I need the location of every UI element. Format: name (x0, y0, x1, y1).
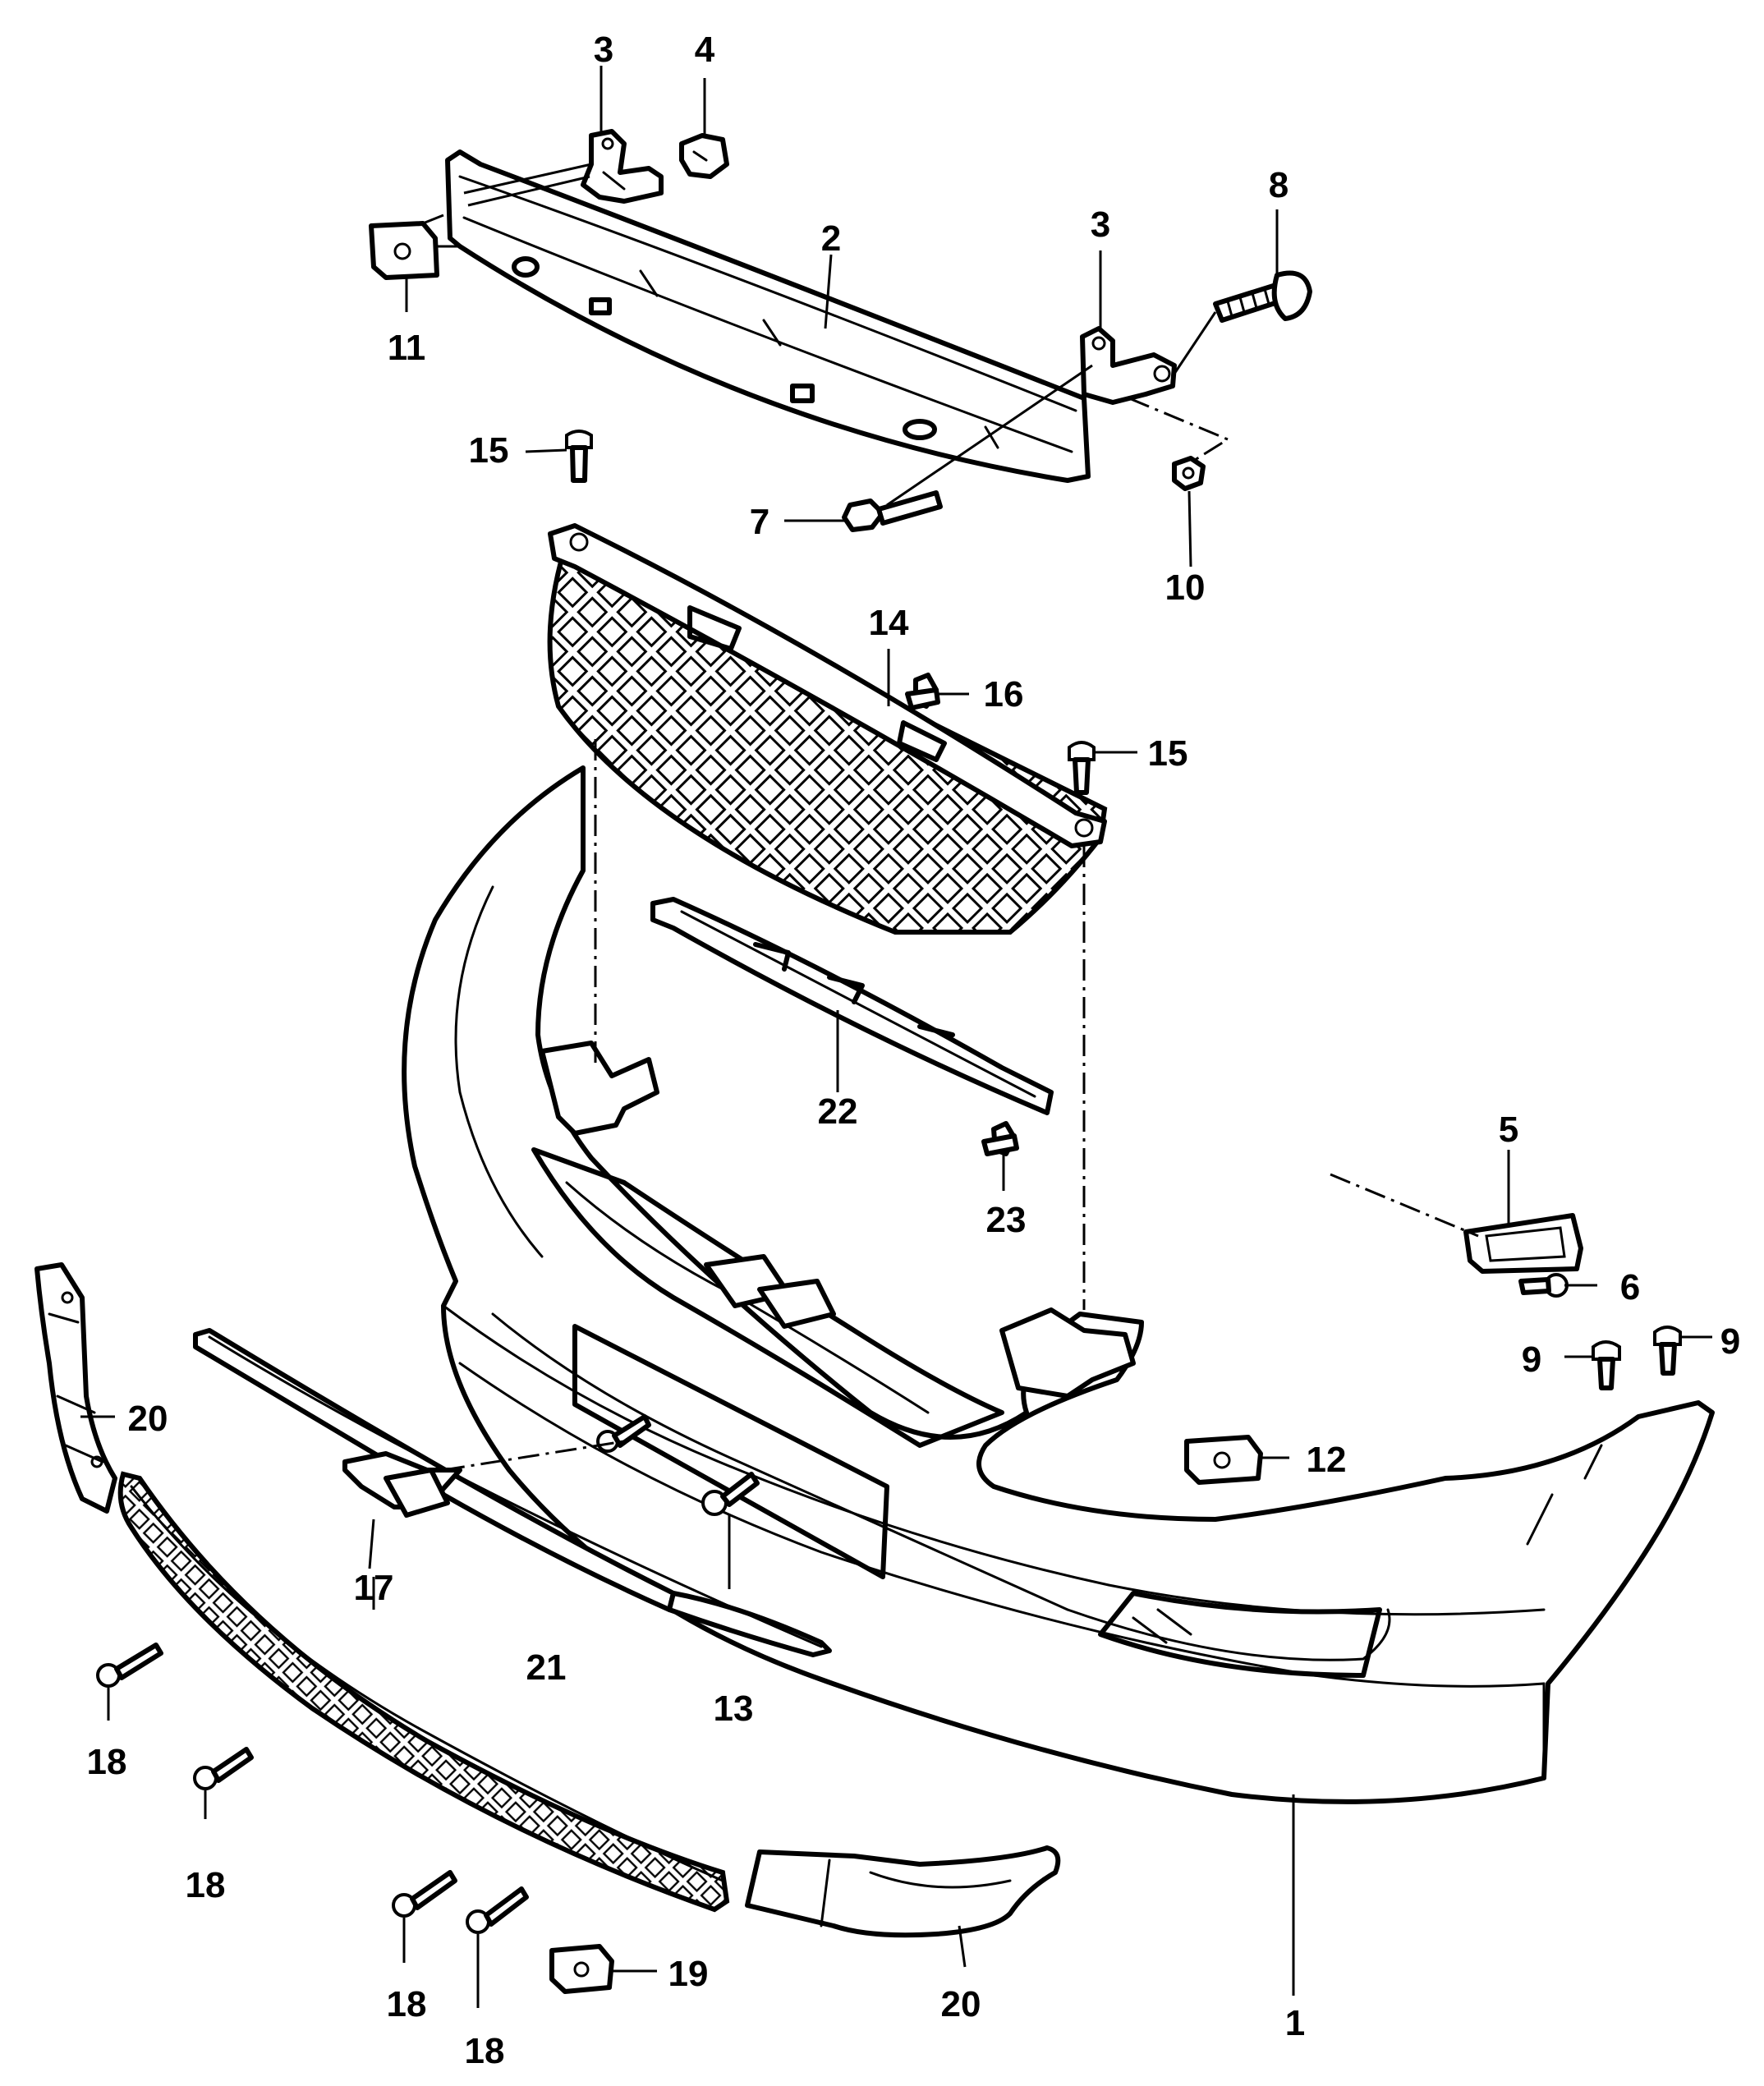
callout-6: 6 (1620, 1267, 1640, 1307)
screw-part-18-c (392, 1870, 457, 1918)
bumper-fascia (402, 765, 1715, 1804)
callout-1: 1 (1285, 2003, 1305, 2043)
callout-labels: 3 4 2 3 8 11 15 7 10 14 16 15 22 5 23 6 … (87, 30, 1741, 2071)
dash-5-fascia (1330, 1173, 1479, 1238)
clip-part-16 (905, 673, 969, 710)
callout-18-d: 18 (465, 2031, 505, 2071)
fog-lamp-cover-left (34, 1262, 117, 1514)
callout-14: 14 (869, 603, 909, 643)
leader-8-bracket (1173, 311, 1217, 374)
callout-8: 8 (1269, 165, 1289, 205)
emblem-trim-strip (193, 1328, 832, 1657)
callout-15-right: 15 (1148, 733, 1188, 774)
bumper-reinforcement-beam (445, 149, 1091, 483)
screw-part-9-right (1653, 1326, 1712, 1376)
callout-22: 22 (818, 1091, 858, 1132)
bolt-part-7 (842, 490, 943, 532)
callout-20-right: 20 (941, 1984, 981, 2024)
screw-part-6 (1518, 1273, 1569, 1298)
clip-part-4 (679, 133, 729, 179)
callout-20-left: 20 (128, 1399, 168, 1439)
upper-grille (547, 523, 1108, 935)
callout-18-c: 18 (387, 1984, 427, 2024)
bolt-part-8 (1213, 270, 1312, 323)
grille-support-bar (650, 897, 1054, 1115)
bracket-upper-left (581, 129, 664, 204)
callout-18-a: 18 (87, 1742, 127, 1782)
callout-15-upper: 15 (469, 430, 509, 471)
leader-lines (80, 66, 1597, 2008)
nut-part-10 (1172, 456, 1206, 491)
callout-18-b: 18 (186, 1865, 226, 1905)
fog-lamp-cover-right (745, 1845, 1061, 1938)
clip-part-12 (1184, 1435, 1289, 1485)
callout-21: 21 (526, 1647, 567, 1688)
callout-4: 4 (695, 30, 715, 70)
callout-5: 5 (1499, 1110, 1518, 1150)
callout-13: 13 (714, 1689, 754, 1729)
callout-3-upper: 3 (594, 30, 613, 70)
clip-part-23 (981, 1121, 1019, 1156)
screw-part-18-d (466, 1886, 529, 1934)
callout-23: 23 (986, 1200, 1027, 1240)
callout-3-right: 3 (1091, 204, 1110, 245)
callout-10: 10 (1165, 567, 1206, 608)
callout-12: 12 (1307, 1440, 1347, 1480)
screw-part-15-upper (525, 430, 593, 483)
screw-part-18-a (96, 1643, 163, 1688)
bracket-upper-right (1080, 326, 1177, 405)
callout-7: 7 (750, 502, 769, 542)
leader-7-bracket (886, 364, 1093, 507)
callout-2: 2 (821, 218, 841, 259)
clip-part-19 (549, 1944, 614, 1994)
dash-10-bracket (1128, 397, 1231, 462)
screw-part-15-right (1068, 741, 1137, 795)
nut-clip-part-11 (369, 214, 460, 280)
callout-9-right: 9 (1720, 1321, 1740, 1362)
lower-grille (117, 1471, 730, 1913)
callout-9-left: 9 (1522, 1339, 1541, 1380)
leader-3a-beam (463, 163, 592, 207)
screw-part-18-b (193, 1747, 254, 1790)
side-bracket-part-5 (1463, 1213, 1583, 1274)
screw-part-9-left (1564, 1340, 1621, 1390)
callout-17: 17 (354, 1568, 394, 1608)
callout-16: 16 (984, 674, 1024, 714)
callout-19: 19 (668, 1954, 709, 1994)
callout-11: 11 (388, 328, 426, 368)
screw-part-13 (596, 1414, 760, 1516)
